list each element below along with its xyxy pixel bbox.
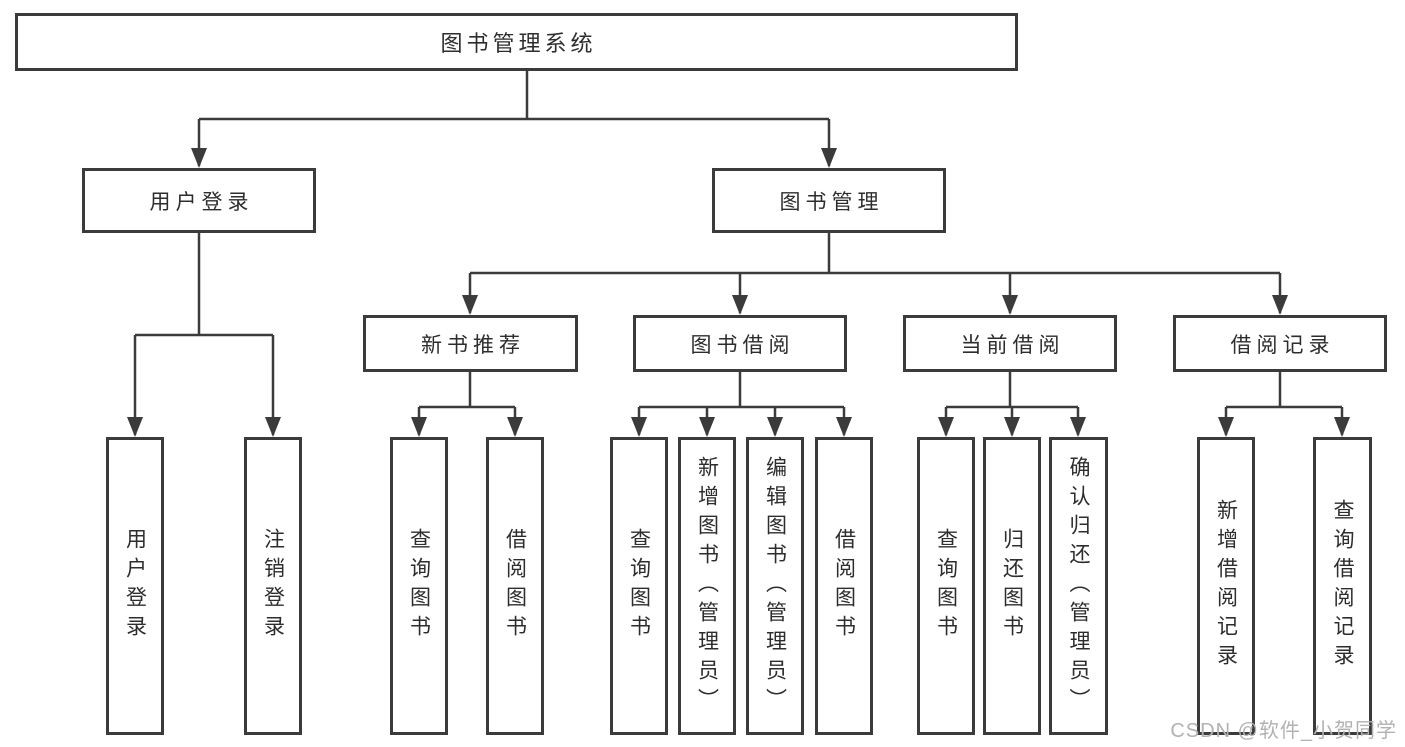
node-root-system: 图书管理系统: [15, 13, 1018, 71]
node-book-borrow-label: 图书借阅: [690, 333, 795, 357]
leaf-current-query-books: 查询图书: [917, 437, 975, 735]
leaf-return-books-label: 归还图书: [1000, 528, 1024, 644]
leaf-edit-books-admin: 编辑图书（管理员）: [746, 437, 804, 735]
leaf-query-borrow-record-label: 查询借阅记录: [1331, 499, 1354, 673]
leaf-borrow-books: 借阅图书: [815, 437, 873, 735]
leaf-query-borrow-record: 查询借阅记录: [1313, 437, 1372, 735]
connector-user-login-branch: [127, 233, 281, 437]
node-book-management: 图书管理: [712, 168, 946, 233]
leaf-recommend-query-books-label: 查询图书: [407, 528, 431, 644]
leaf-add-borrow-record-label: 新增借阅记录: [1214, 499, 1238, 673]
leaf-return-books: 归还图书: [983, 437, 1041, 735]
node-root-label: 图书管理系统: [440, 31, 597, 56]
leaf-add-books-admin: 新增图书（管理员）: [678, 437, 736, 735]
leaf-edit-books-admin-label: 编辑图书（管理员）: [763, 455, 787, 717]
leaf-logout: 注销登录: [244, 437, 302, 735]
leaf-add-borrow-record: 新增借阅记录: [1197, 437, 1255, 735]
leaf-recommend-borrow-books-label: 借阅图书: [503, 528, 527, 644]
node-current-borrow-label: 当前借阅: [960, 333, 1065, 357]
leaf-confirm-return-admin: 确认归还（管理员）: [1049, 437, 1108, 735]
connector-root-to-level2: [191, 71, 837, 168]
connector-borrow-records-branch: [1218, 372, 1350, 437]
node-borrow-records-label: 借阅记录: [1230, 333, 1335, 357]
node-current-borrow: 当前借阅: [903, 315, 1117, 372]
leaf-recommend-query-books: 查询图书: [390, 437, 448, 735]
leaf-user-login: 用户登录: [106, 437, 164, 735]
node-user-login: 用户登录: [82, 168, 316, 233]
node-book-borrow: 图书借阅: [633, 315, 847, 372]
leaf-borrow-query-books-label: 查询图书: [627, 528, 651, 644]
leaf-recommend-borrow-books: 借阅图书: [486, 437, 544, 735]
leaf-add-books-admin-label: 新增图书（管理员）: [695, 455, 719, 717]
leaf-logout-label: 注销登录: [261, 528, 285, 644]
watermark: CSDN @软件_小贺同学: [1170, 720, 1397, 742]
connector-book-management-branch: [462, 233, 1288, 315]
leaf-borrow-books-label: 借阅图书: [832, 528, 856, 644]
node-new-book-recommend: 新书推荐: [363, 315, 578, 372]
node-user-login-label: 用户登录: [149, 190, 254, 214]
node-new-book-recommend-label: 新书推荐: [421, 333, 525, 357]
leaf-confirm-return-admin-label: 确认归还（管理员）: [1067, 455, 1090, 717]
leaf-user-login-label: 用户登录: [123, 528, 147, 644]
connector-new-book-recommend-branch: [411, 372, 523, 437]
node-borrow-records: 借阅记录: [1173, 315, 1387, 372]
connector-book-borrow-branch: [631, 372, 852, 437]
leaf-current-query-books-label: 查询图书: [934, 528, 958, 644]
node-book-management-label: 图书管理: [779, 190, 884, 214]
leaf-borrow-query-books: 查询图书: [610, 437, 668, 735]
connector-current-borrow-branch: [938, 372, 1086, 437]
